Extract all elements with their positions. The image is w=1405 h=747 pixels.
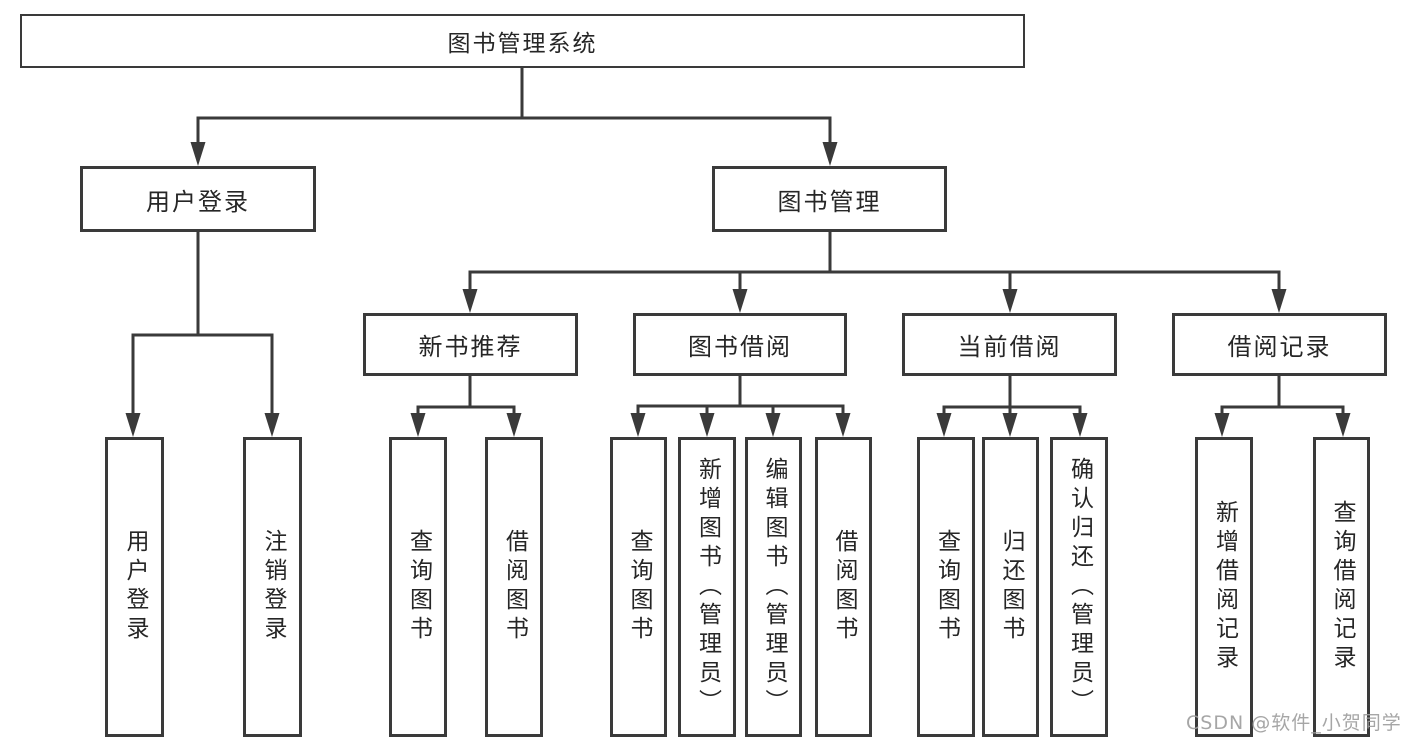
node-label: 图书管理系统 [447,31,598,57]
node-book-borrow: 图书借阅 [633,313,847,376]
node-user-login: 用户登录 [80,166,316,232]
leaf-label: 查询图书 [626,529,652,645]
leaf-query-books-borrow: 查询图书 [610,437,667,737]
node-root-system: 图书管理系统 [20,14,1025,68]
leaf-label: 查询图书 [405,529,432,645]
leaf-add-borrow-record: 新增借阅记录 [1195,437,1253,737]
node-new-book-recommend: 新书推荐 [363,313,578,376]
node-label: 用户登录 [146,187,250,216]
node-label: 借阅记录 [1227,333,1332,361]
node-label: 新书推荐 [418,333,523,361]
csdn-watermark: CSDN @软件_小贺同学 [1186,712,1402,734]
leaf-return-book: 归还图书 [982,437,1039,737]
leaf-label: 查询图书 [933,529,960,645]
leaf-user-login: 用户登录 [105,437,164,737]
node-book-management: 图书管理 [712,166,947,232]
leaf-query-borrow-record: 查询借阅记录 [1313,437,1370,737]
leaf-confirm-return-admin: 确认归还（管理员） [1050,437,1108,737]
leaf-label: 借阅图书 [501,529,528,645]
leaf-label: 用户登录 [122,529,148,645]
leaf-add-book-admin: 新增图书（管理员） [678,437,736,737]
leaf-label: 新增图书（管理员） [694,456,721,718]
node-label: 图书管理 [777,187,882,216]
leaf-query-books-recommend: 查询图书 [389,437,447,737]
leaf-logout: 注销登录 [243,437,302,737]
leaf-label: 确认归还（管理员） [1066,456,1093,718]
node-borrow-records: 借阅记录 [1172,313,1387,376]
leaf-label: 编辑图书（管理员） [761,456,787,718]
leaf-query-books-current: 查询图书 [917,437,975,737]
leaf-label: 查询借阅记录 [1329,500,1355,674]
leaf-borrow-books: 借阅图书 [815,437,872,737]
arrowhead-icons [125,142,1351,437]
node-label: 当前借阅 [957,333,1062,361]
leaf-label: 借阅图书 [831,529,857,645]
leaf-label: 注销登录 [260,529,286,645]
node-current-borrow: 当前借阅 [902,313,1117,376]
leaf-label: 新增借阅记录 [1211,500,1238,674]
leaf-borrow-books-recommend: 借阅图书 [485,437,543,737]
leaf-edit-book-admin: 编辑图书（管理员） [745,437,802,737]
leaf-label: 归还图书 [998,529,1024,645]
node-label: 图书借阅 [688,333,792,361]
